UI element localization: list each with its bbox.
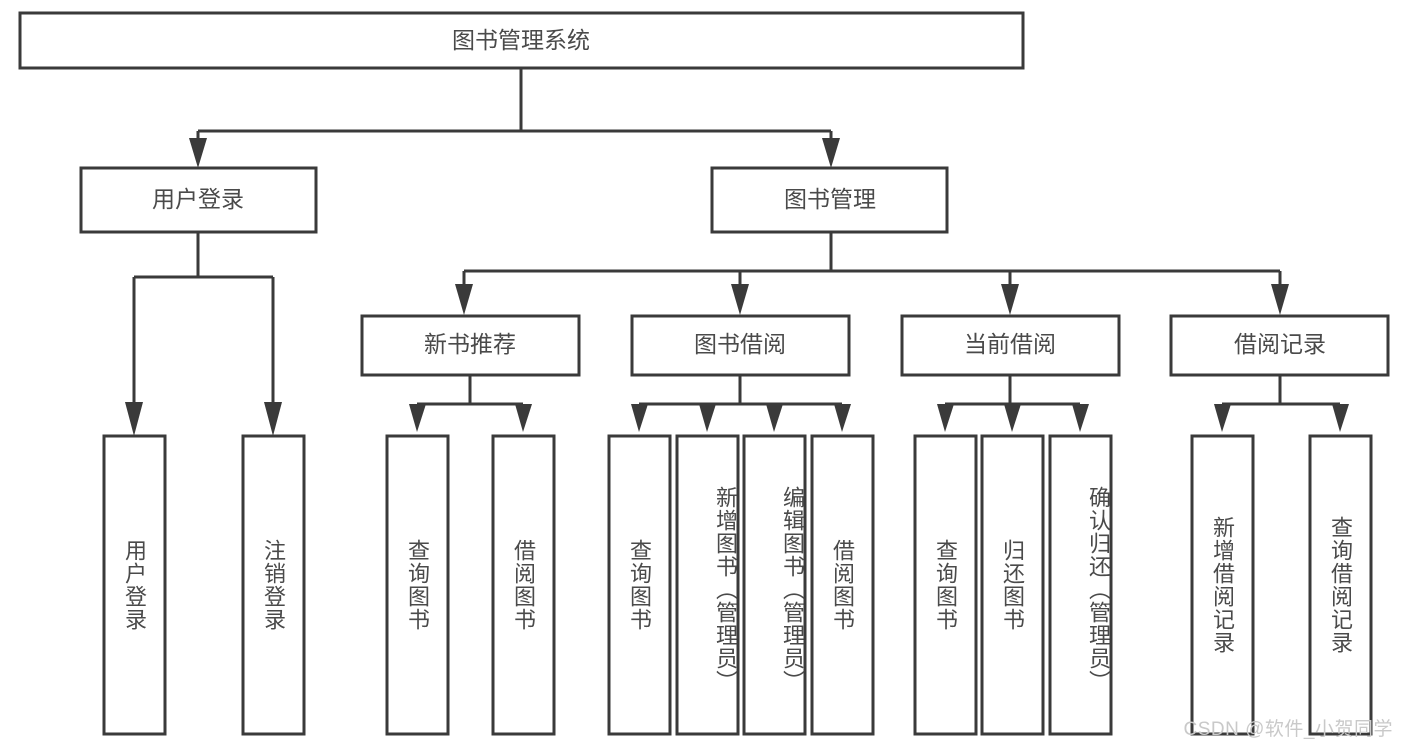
connector-group-new-book-to-leaves [409,375,532,432]
node-book-borrow[interactable]: 图书借阅 [630,314,851,377]
node-book-manage[interactable]: 图书管理 [710,166,949,234]
node-new-book-recommend-label: 新书推荐 [424,331,516,357]
arrow-head-to-new-book [455,284,473,315]
node-book-manage-label: 图书管理 [784,186,876,212]
arrow-head-current-borrow-leaf-1 [937,404,954,432]
leaf-box-book-borrow-1[interactable] [607,434,672,736]
node-borrow-record-box[interactable] [1169,314,1390,377]
leaf-box-book-borrow-4[interactable] [810,434,875,736]
leaf-box-book-borrow-3[interactable] [742,434,807,736]
leaf-box-new-book-2[interactable] [491,434,556,736]
leaf-box-user-login-2[interactable] [241,434,306,736]
node-user-login-label: 用户登录 [152,186,244,212]
node-new-book-recommend[interactable]: 新书推荐 [360,314,581,377]
arrow-head-borrow-record-leaf-2 [1332,404,1349,432]
node-current-borrow[interactable]: 当前借阅 [900,314,1121,377]
node-book-borrow-label: 图书借阅 [694,331,786,357]
arrow-head-to-borrow-record [1271,284,1289,315]
leaf-box-current-borrow-3[interactable] [1048,434,1113,736]
csdn-watermark: CSDN @软件_小贺同学 [1183,719,1393,740]
node-current-borrow-box[interactable] [900,314,1121,377]
node-root-box[interactable] [18,11,1025,70]
leaf-box-borrow-record-2[interactable] [1308,434,1373,736]
arrow-head-current-borrow-leaf-2 [1004,404,1021,432]
node-book-manage-box[interactable] [710,166,949,234]
leaf-box-new-book-1[interactable] [385,434,450,736]
connector-group-borrow-record-to-leaves [1214,375,1349,432]
node-user-login-box[interactable] [79,166,318,234]
arrow-head-new-book-leaf-2 [515,404,532,432]
arrow-head-user-login-leaf-2 [264,402,282,436]
node-root[interactable]: 图书管理系统 [18,11,1025,70]
leaf-box-current-borrow-1[interactable] [913,434,978,736]
arrow-head-current-borrow-leaf-3 [1072,404,1089,432]
connector-group-root-to-level2 [189,68,840,168]
connector-group-book-manage-to-level3 [455,232,1289,315]
arrow-head-borrow-record-leaf-1 [1214,404,1231,432]
arrow-head-book-borrow-leaf-3 [766,404,783,432]
connector-group-book-borrow-to-leaves [631,375,851,432]
node-current-borrow-label: 当前借阅 [964,331,1056,357]
node-user-login[interactable]: 用户登录 [79,166,318,234]
connector-group-user-login-to-leaves [125,232,282,436]
arrow-head-book-borrow-leaf-1 [631,404,648,432]
leaf-box-current-borrow-2[interactable] [980,434,1045,736]
arrow-head-book-borrow-leaf-4 [834,404,851,432]
leaf-box-book-borrow-2[interactable] [675,434,740,736]
arrow-head-to-book-manage [822,138,840,168]
arrow-head-new-book-leaf-1 [409,404,426,432]
node-borrow-record[interactable]: 借阅记录 [1169,314,1390,377]
arrow-head-user-login-leaf-1 [125,402,143,436]
connector-group-current-borrow-to-leaves [937,375,1089,432]
node-book-borrow-box[interactable] [630,314,851,377]
leaf-box-user-login-1[interactable] [102,434,167,736]
node-new-book-recommend-box[interactable] [360,314,581,377]
arrow-head-to-book-borrow [731,284,749,315]
leaf-box-borrow-record-1[interactable] [1190,434,1255,736]
node-borrow-record-label: 借阅记录 [1234,331,1326,357]
node-root-label: 图书管理系统 [452,27,590,53]
arrow-head-book-borrow-leaf-2 [699,404,716,432]
arrow-head-to-current-borrow [1001,284,1019,315]
arrow-head-to-user-login [189,138,207,168]
